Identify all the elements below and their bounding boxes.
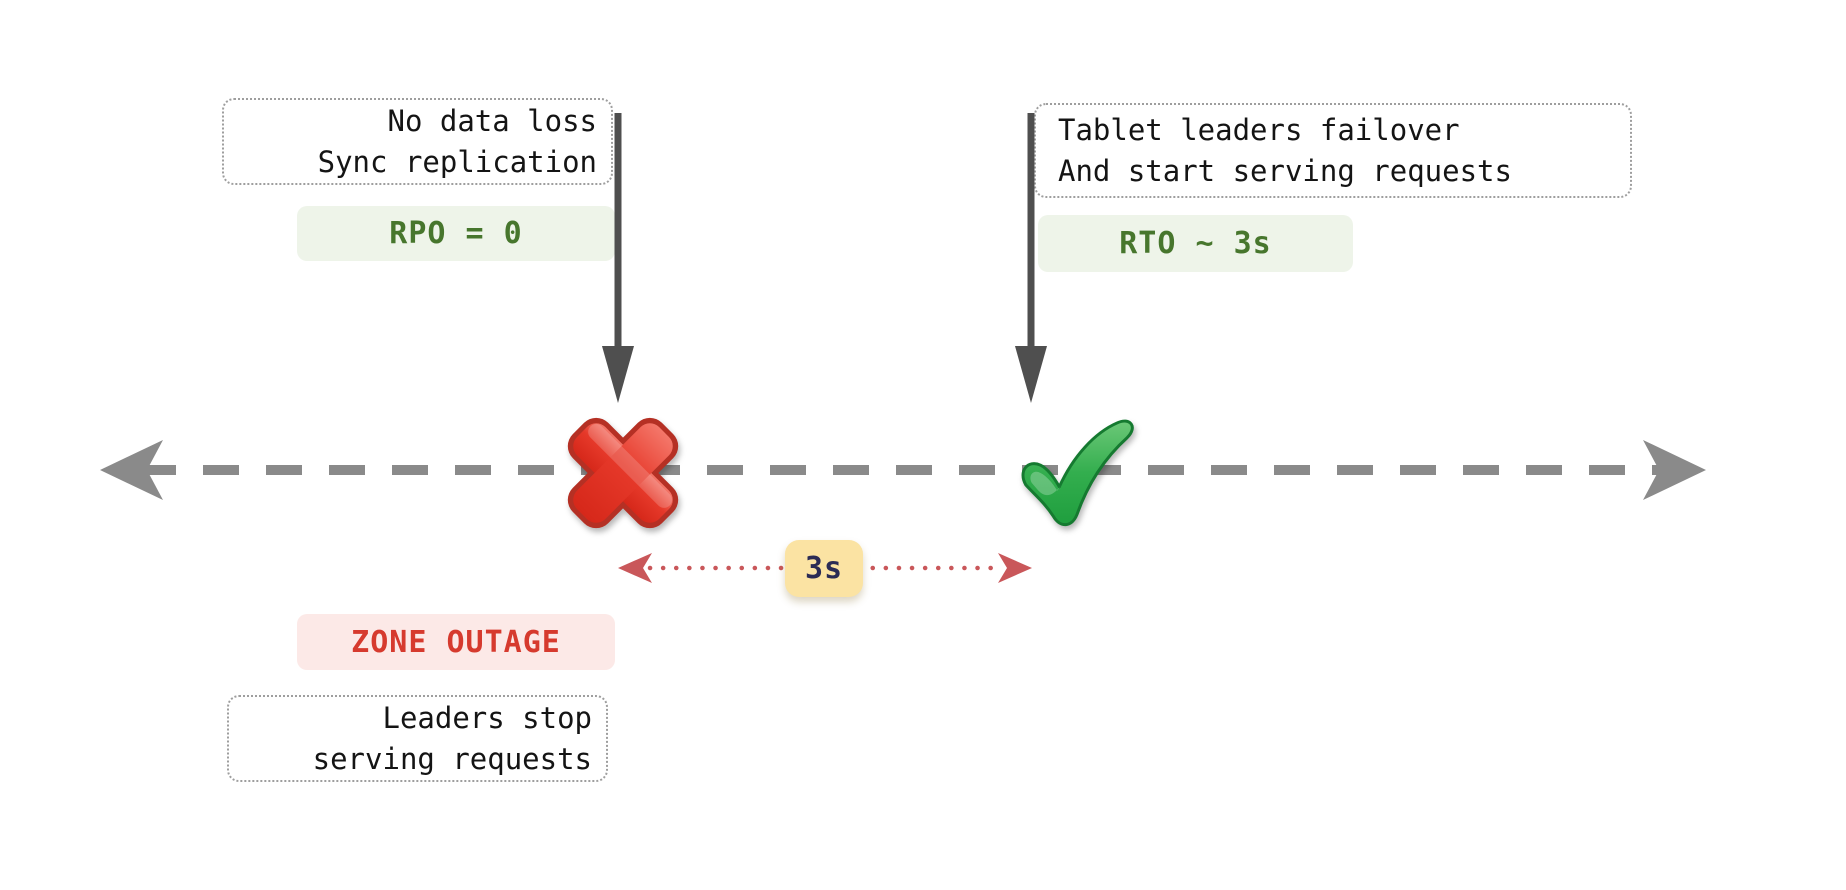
note-sync-replication: No data loss Sync replication — [222, 98, 613, 185]
duration-arrow — [618, 553, 1032, 583]
timeline-right-arrowhead — [1643, 440, 1706, 500]
note-tablet-failover: Tablet leaders failover And start servin… — [1034, 103, 1632, 198]
zone-outage-badge: ZONE OUTAGE — [297, 614, 615, 670]
note-line: No data loss — [387, 103, 597, 138]
note-leaders-stop: Leaders stop serving requests — [227, 695, 608, 782]
timeline-axis — [100, 440, 1706, 500]
note-line: serving requests — [312, 741, 592, 776]
note-line: Sync replication — [317, 144, 597, 179]
duration-right-arrowhead — [998, 553, 1032, 583]
note-line: Tablet leaders failover — [1058, 112, 1460, 147]
pointer-arrow-outage — [602, 113, 634, 403]
note-line: Leaders stop — [382, 700, 592, 735]
duration-left-arrowhead — [618, 553, 652, 583]
pointer-arrow-recovery — [1015, 113, 1047, 403]
rto-badge: RTO ~ 3s — [1038, 215, 1353, 272]
duration-badge: 3s — [785, 540, 863, 597]
check-mark-icon — [1021, 419, 1134, 527]
rpo-badge: RPO = 0 — [297, 206, 615, 261]
note-line: And start serving requests — [1058, 153, 1512, 188]
timeline-left-arrowhead — [100, 440, 163, 500]
cross-mark-icon — [567, 417, 679, 529]
